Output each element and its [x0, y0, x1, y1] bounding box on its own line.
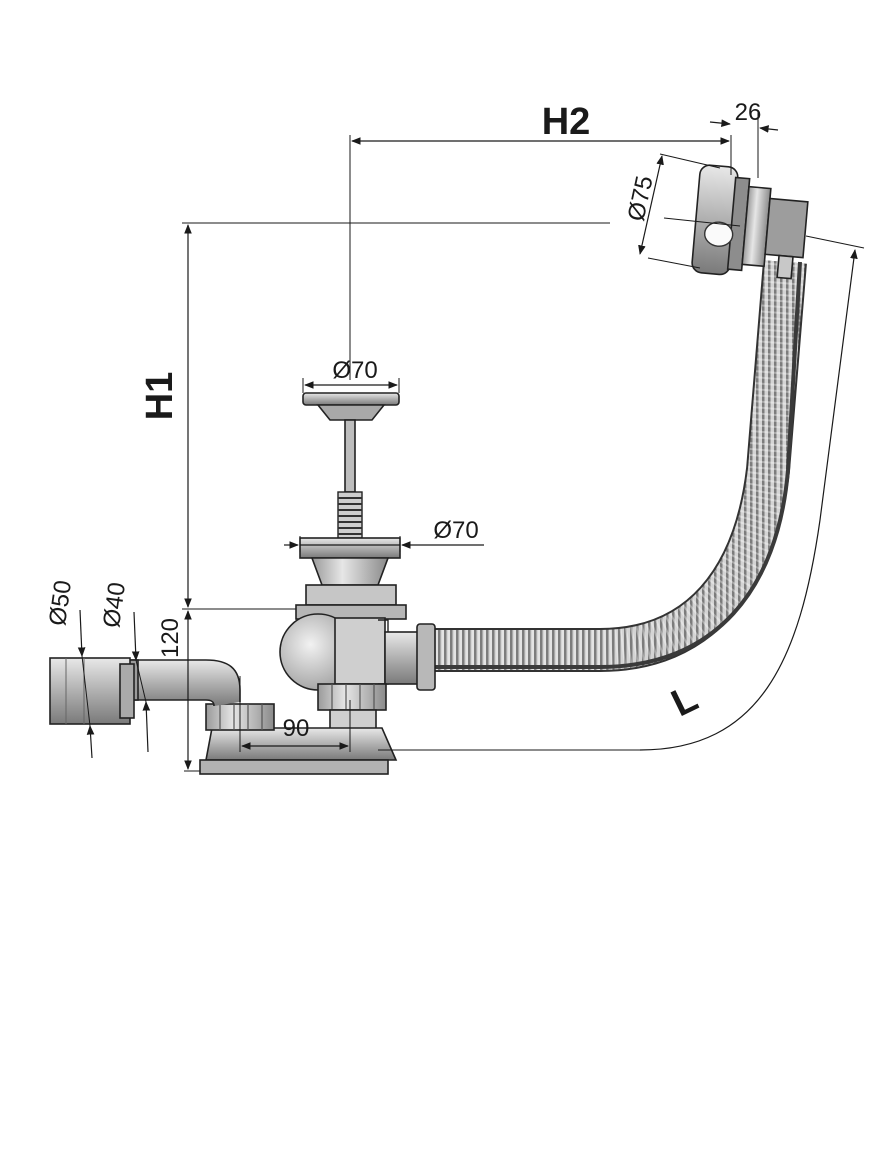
label-d50: Ø50 [44, 579, 77, 628]
label-d75: Ø75 [623, 173, 659, 223]
plug-stem [344, 419, 356, 493]
waste-body [199, 392, 436, 775]
label-90: 90 [283, 715, 310, 742]
label-l: L [665, 677, 704, 725]
overflow-head [691, 164, 809, 280]
pipe-socket-50 [49, 657, 131, 725]
flexible-hose [352, 260, 807, 672]
waste-flange [299, 537, 401, 559]
dimension-plug-d70: Ø70 [302, 357, 400, 393]
label-waste-d70: Ø70 [433, 517, 478, 544]
union-nut [317, 683, 387, 711]
label-26: 26 [735, 99, 762, 126]
plug-cap [302, 392, 400, 406]
dimension-26: 26 [709, 99, 779, 178]
label-plug-d70: Ø70 [332, 357, 377, 384]
plug-spring [337, 491, 363, 539]
dimension-d50: Ø50 [44, 579, 95, 759]
dimension-h2: H2 [349, 101, 732, 380]
dimension-120: 120 [157, 610, 200, 772]
overflow-connector [384, 631, 422, 685]
label-h2: H2 [542, 101, 591, 143]
label-120: 120 [157, 618, 184, 658]
label-h1: H1 [139, 372, 181, 421]
label-d40: Ø40 [98, 581, 131, 630]
dimension-h1: H1 [139, 222, 610, 610]
dimension-d40: Ø40 [98, 581, 151, 753]
dimension-90: 90 [239, 676, 351, 752]
dimension-waste-d70: Ø70 [284, 517, 484, 552]
